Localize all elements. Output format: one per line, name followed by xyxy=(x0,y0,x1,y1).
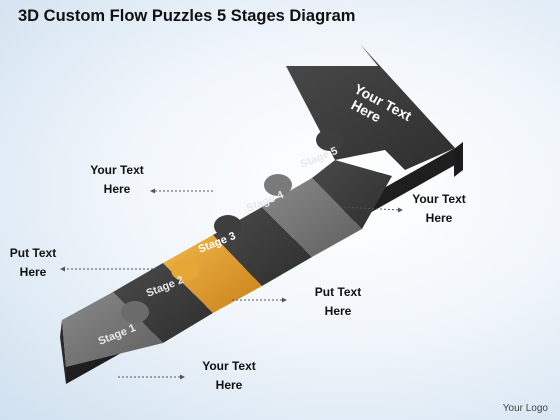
puzzle-tab-2 xyxy=(171,259,199,281)
label-stage3-left-line2: Here xyxy=(19,265,47,279)
label-stage3-left: Put Text Here xyxy=(0,244,78,282)
arrow-neck-block xyxy=(312,160,392,229)
arrow-head-side xyxy=(454,142,463,177)
arrowhead-stage2-right xyxy=(282,297,287,303)
arrowhead-stage5-right xyxy=(398,207,403,213)
arrowhead-stage4-left xyxy=(150,188,155,194)
page-title: 3D Custom Flow Puzzles 5 Stages Diagram xyxy=(18,7,356,25)
label-stage1-right-line2: Here xyxy=(215,378,243,392)
label-stage2-right-line1: Put Text xyxy=(314,285,362,299)
stage-5-block xyxy=(262,178,362,257)
label-stage5-right-line1: Your Text xyxy=(412,192,466,206)
stage-2-block xyxy=(113,263,213,343)
puzzle-tab-3 xyxy=(214,215,242,237)
label-stage5-right-line2: Here xyxy=(425,211,453,225)
label-stage2-right: Put Text Here xyxy=(293,283,383,321)
arrow-shaft-bottom xyxy=(60,320,66,384)
arrowhead-stage1-right xyxy=(180,374,185,380)
label-stage4-left-line2: Here xyxy=(103,182,131,196)
label-stage2-right-line2: Here xyxy=(324,304,352,318)
puzzle-tab-4 xyxy=(264,174,292,196)
label-stage3-left-line1: Put Text xyxy=(9,246,57,260)
label-stage5-right: Your Text Here xyxy=(394,190,484,228)
arrowhead-stage3-left xyxy=(60,266,65,272)
stage-1-block xyxy=(62,292,163,367)
puzzle-tab-1 xyxy=(121,301,149,323)
logo-text: Your Logo xyxy=(502,403,548,414)
stage-3-block xyxy=(163,235,262,313)
label-stage4-left-line1: Your Text xyxy=(90,163,144,177)
label-stage1-right: Your Text Here xyxy=(184,357,274,395)
label-stage1-right-line1: Your Text xyxy=(202,359,256,373)
label-stage4-left: Your Text Here xyxy=(72,161,162,199)
puzzle-tab-5 xyxy=(316,129,344,151)
